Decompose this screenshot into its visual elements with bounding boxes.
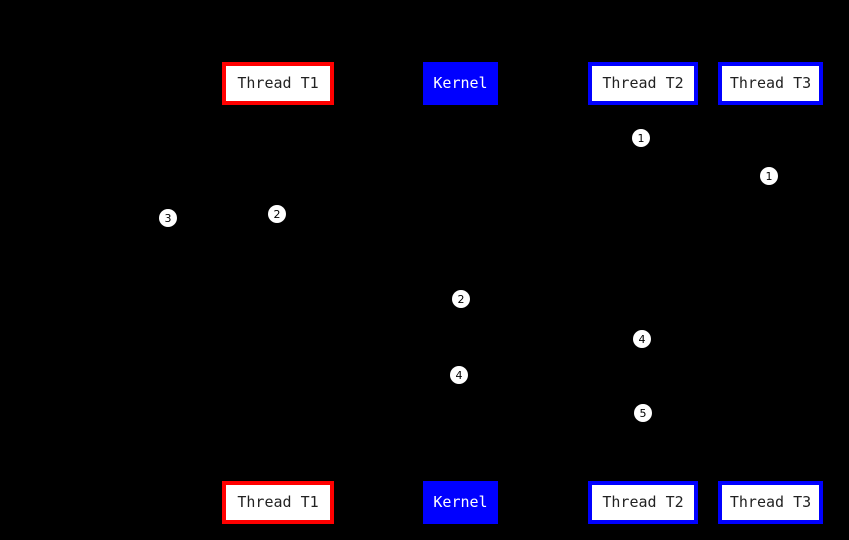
lifeline-stub-t3-top: [769, 105, 772, 109]
lifeline-stub-kernel-bottom: [459, 477, 462, 481]
participant-label: Thread T2: [602, 74, 684, 92]
participant-header-t3[interactable]: Thread T3: [718, 62, 823, 105]
participant-label: Thread T2: [602, 493, 684, 511]
lifeline-t1: [278, 105, 279, 481]
step-marker-3: 3: [159, 209, 177, 227]
participant-footer-t3[interactable]: Thread T3: [718, 481, 823, 524]
lifeline-stub-t2-top: [642, 105, 645, 109]
lifeline-t2: [643, 105, 644, 481]
step-marker-4: 4: [633, 330, 651, 348]
participant-footer-t1[interactable]: Thread T1: [222, 481, 334, 524]
participant-label: Kernel: [433, 493, 488, 511]
participant-label: Thread T1: [237, 74, 319, 92]
lifeline-stub-t1-top: [277, 105, 280, 109]
participant-label: Thread T1: [237, 493, 319, 511]
participant-label: Kernel: [433, 74, 488, 92]
participant-label: Thread T3: [729, 74, 812, 92]
lifeline-stub-kernel-top: [459, 105, 462, 109]
step-marker-2: 2: [268, 205, 286, 223]
lifeline-stub-t2-bottom: [642, 477, 645, 481]
participant-footer-t2[interactable]: Thread T2: [588, 481, 698, 524]
step-marker-2: 2: [452, 290, 470, 308]
step-marker-4: 4: [450, 366, 468, 384]
participant-label: Thread T3: [729, 493, 812, 511]
participant-header-t2[interactable]: Thread T2: [588, 62, 698, 105]
lifeline-stub-t1-bottom: [277, 477, 280, 481]
step-marker-1: 1: [760, 167, 778, 185]
lifeline-t3: [770, 105, 771, 481]
step-marker-5: 5: [634, 404, 652, 422]
step-marker-1: 1: [632, 129, 650, 147]
participant-footer-kernel[interactable]: Kernel: [423, 481, 498, 524]
participant-header-kernel[interactable]: Kernel: [423, 62, 498, 105]
lifeline-stub-t3-bottom: [769, 477, 772, 481]
participant-header-t1[interactable]: Thread T1: [222, 62, 334, 105]
